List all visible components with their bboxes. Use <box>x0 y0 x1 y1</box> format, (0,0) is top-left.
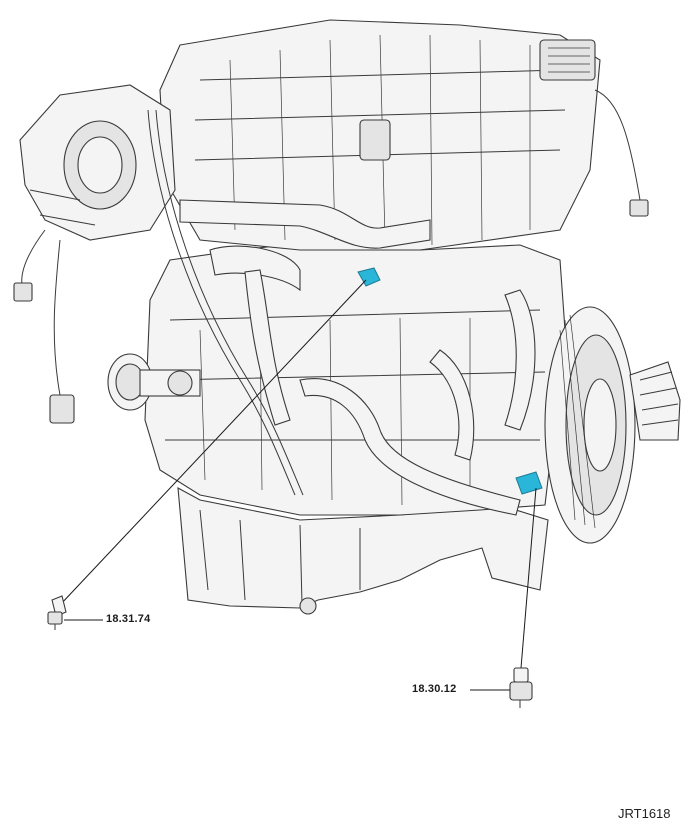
oil-pan <box>177 487 549 615</box>
sensor-part-right <box>509 667 533 708</box>
wiring-harness-left <box>13 229 75 424</box>
figure-reference-code: JRT1618 <box>618 806 671 821</box>
engine-block <box>144 239 566 516</box>
cylinder-head <box>159 19 601 251</box>
wiring-harness-right <box>594 89 649 217</box>
callout-label-right: 18.30.12 <box>412 683 457 695</box>
flywheel <box>544 306 681 544</box>
sensor-part-left <box>47 595 67 630</box>
leader-line-left <box>59 279 367 606</box>
dipstick-tube <box>147 109 304 496</box>
coolant-hoses <box>179 199 536 516</box>
leader-line-right <box>520 487 537 669</box>
turbocharger <box>19 84 176 241</box>
sensor-highlight-upper <box>357 267 381 287</box>
callout-label-left: 18.31.74 <box>106 613 151 625</box>
crank-pulley <box>107 353 201 411</box>
